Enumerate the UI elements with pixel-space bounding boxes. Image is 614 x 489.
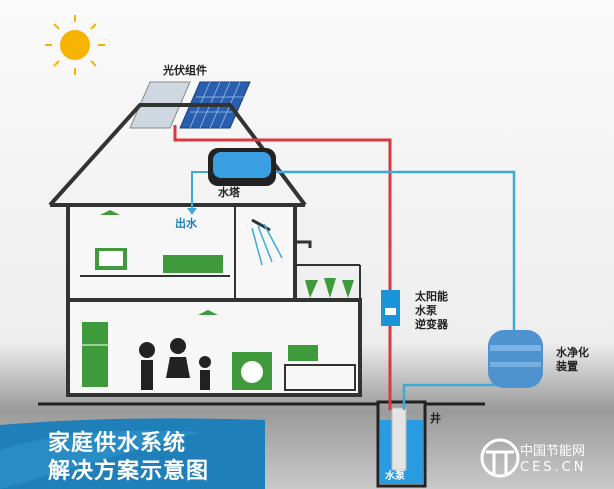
lamp-icon (198, 310, 218, 315)
watermark-name: 中国节能网 (520, 444, 586, 459)
well-label: 井 (430, 412, 441, 425)
purifier-label-line: 装置 (556, 360, 578, 373)
water-out-label: 出水 (175, 217, 197, 230)
water-line (270, 170, 516, 330)
title-line: 解决方案示意图 (48, 459, 210, 484)
stereo-icon (163, 255, 223, 273)
pv-panels-label: 光伏组件 (163, 64, 207, 77)
water-line (402, 383, 500, 410)
person-icon (199, 356, 211, 368)
house (48, 103, 362, 397)
fridge-icon (82, 322, 108, 387)
faucet-icon (296, 240, 312, 248)
water-tower-label: 水塔 (218, 186, 240, 199)
power-line (173, 125, 392, 290)
inverter-label-line: 水泵 (415, 304, 437, 317)
microwave-icon (288, 345, 318, 361)
person-icon (139, 342, 155, 358)
inverter-label: 太阳能 水泵 逆变器 (415, 290, 448, 332)
banner-highlight (0, 430, 200, 489)
pump-label: 水泵 (385, 471, 405, 482)
page-title: 家庭供水系统 解决方案示意图 (48, 430, 209, 486)
watermark-logo (480, 438, 520, 478)
purifier-label: 水净化 装置 (556, 346, 589, 374)
pump-icon (391, 407, 407, 471)
well (376, 400, 427, 488)
arrow-down-icon (187, 208, 197, 215)
person-icon (170, 338, 186, 354)
purifier-tank-icon (488, 330, 543, 388)
watermark: 中国节能网 CES.CN (520, 444, 586, 476)
watermark-domain: CES.CN (520, 460, 587, 475)
outlet-pipe (191, 171, 210, 210)
lamp-icon (100, 210, 120, 215)
interior (80, 210, 356, 391)
title-line: 家庭供水系统 (48, 431, 187, 456)
inverter-label-line: 太阳能 (415, 290, 448, 303)
purifier-label-line: 水净化 (556, 346, 589, 359)
water-tank-icon (208, 148, 276, 186)
sun-icon (45, 15, 105, 75)
inverter-icon (381, 290, 400, 326)
inverter-label-line: 逆变器 (415, 318, 448, 331)
plants-icon (305, 278, 354, 298)
